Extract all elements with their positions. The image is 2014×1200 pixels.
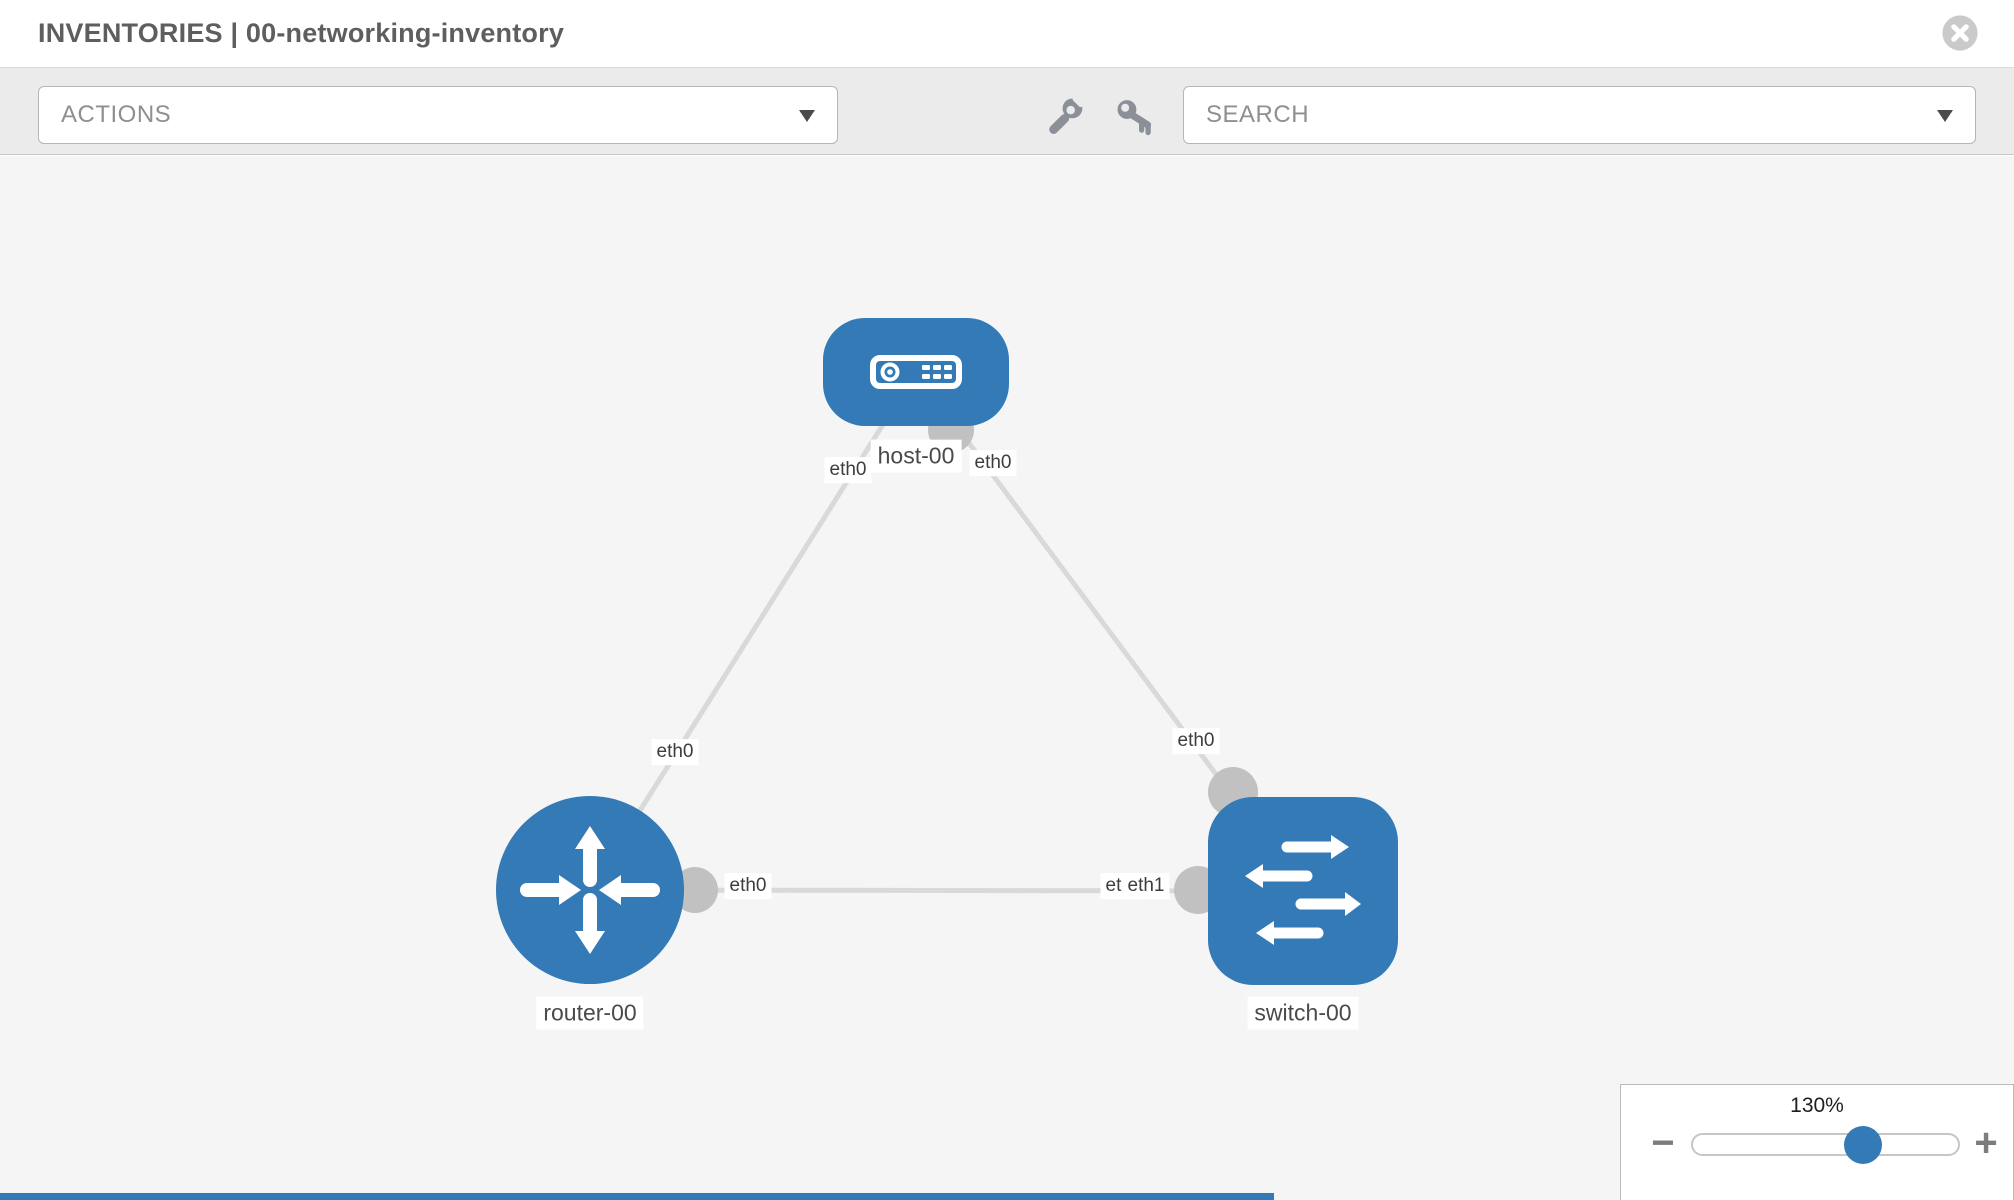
zoom-control-panel: 130% − + xyxy=(1620,1084,2014,1200)
page-title: INVENTORIES | 00-networking-inventory xyxy=(38,18,565,48)
caret-down-icon xyxy=(799,110,815,122)
caret-down-icon xyxy=(1937,110,1953,122)
key-icon xyxy=(1114,100,1154,139)
horizontal-scrollbar[interactable] xyxy=(0,1193,1274,1200)
zoom-level-value: 130% xyxy=(1790,1094,1844,1117)
search-dropdown-label: SEARCH xyxy=(1206,101,1310,128)
close-circle-icon xyxy=(1941,15,1979,55)
header: INVENTORIES | 00-networking-inventory xyxy=(0,0,2014,67)
toolbar: ACTIONS xyxy=(0,67,2014,155)
zoom-slider-handle[interactable] xyxy=(1843,1125,1882,1164)
node-host-00[interactable] xyxy=(823,318,1009,426)
credentials-button[interactable] xyxy=(1114,96,1154,136)
topology-canvas[interactable] xyxy=(0,156,2014,1200)
actions-dropdown-label: ACTIONS xyxy=(61,101,172,128)
zoom-slider-track[interactable] xyxy=(1691,1125,1960,1164)
node-switch-00[interactable] xyxy=(1208,797,1398,985)
interface-dot xyxy=(672,867,718,913)
interface-dots-layer xyxy=(672,407,1258,914)
actions-dropdown[interactable]: ACTIONS xyxy=(38,86,838,144)
node-router-00[interactable] xyxy=(496,796,684,984)
zoom-in-button[interactable]: + xyxy=(1964,1121,2008,1165)
search-dropdown[interactable]: SEARCH xyxy=(1183,86,1976,144)
close-button[interactable] xyxy=(1941,14,1979,52)
zoom-out-button[interactable]: − xyxy=(1641,1121,1685,1165)
nodes-layer xyxy=(496,318,1398,985)
